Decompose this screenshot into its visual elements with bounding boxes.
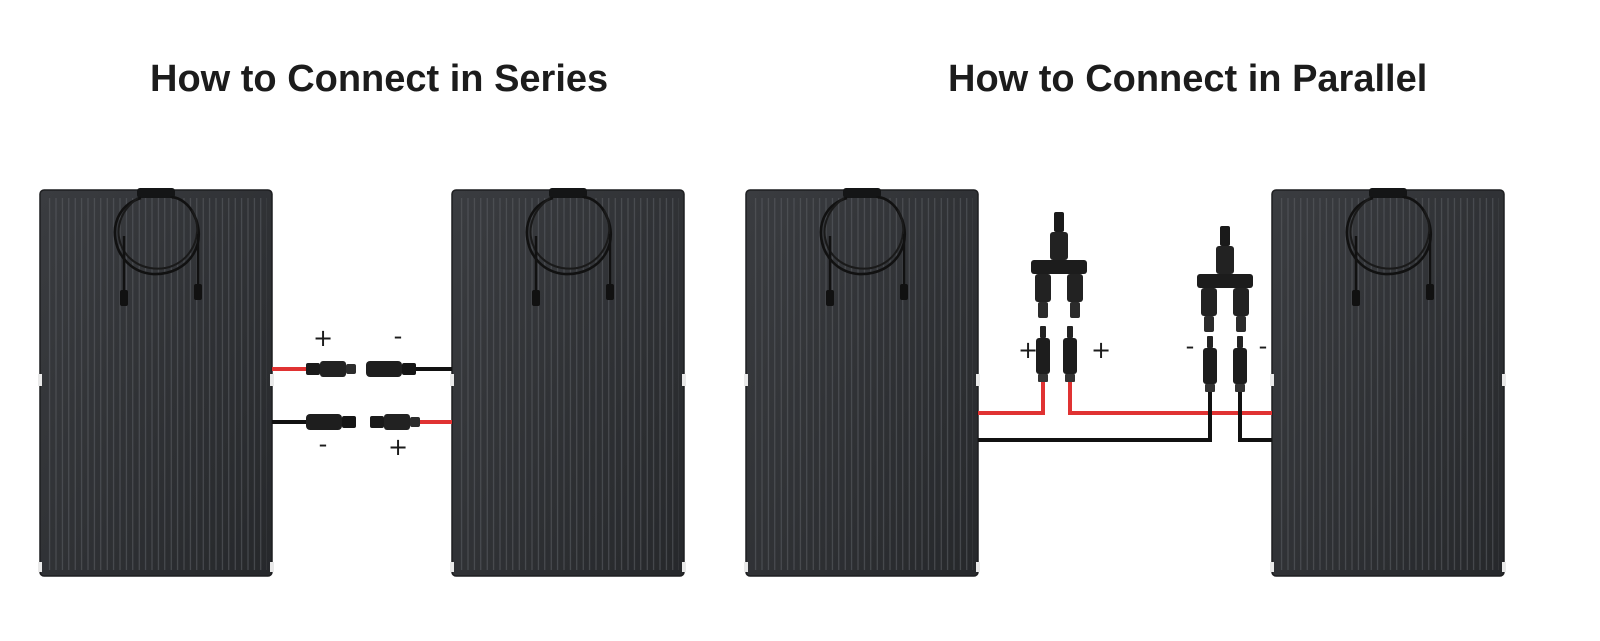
parallel-positive-cable-right [1068,382,1272,415]
series-minus-label-top: - [394,322,403,350]
parallel-negative-connector-left [1203,336,1217,392]
parallel-minus-label-right: - [1259,332,1268,360]
series-panel-right [448,186,688,578]
parallel-negative-cable-left [978,392,1212,442]
parallel-plus-label-left: + [1018,336,1038,364]
parallel-negative-connector-right [1233,336,1247,392]
series-panel-left [36,186,276,578]
series-minus-label-bottom: - [319,430,328,458]
parallel-positive-connector-left [1036,326,1050,382]
parallel-positive-cable-left [978,382,1045,415]
parallel-negative-branch-connector [1197,226,1253,332]
parallel-panel-right [1268,186,1508,578]
series-male-connector-top [306,361,356,377]
series-section-title: How to Connect in Series [150,58,609,100]
series-male-connector-bottom [370,414,420,430]
series-female-connector-top [366,361,416,377]
parallel-positive-branch-connector [1031,212,1087,318]
parallel-panel-left [742,186,982,578]
series-plus-label-bottom: + [388,433,408,461]
parallel-plus-label-right: + [1091,336,1111,364]
series-female-connector-bottom [306,414,356,430]
parallel-section-title: How to Connect in Parallel [948,58,1428,100]
parallel-minus-label-left: - [1186,332,1195,360]
parallel-negative-cable-right [1238,392,1272,442]
parallel-positive-connector-right [1063,326,1077,382]
series-plus-label-top: + [313,324,333,352]
